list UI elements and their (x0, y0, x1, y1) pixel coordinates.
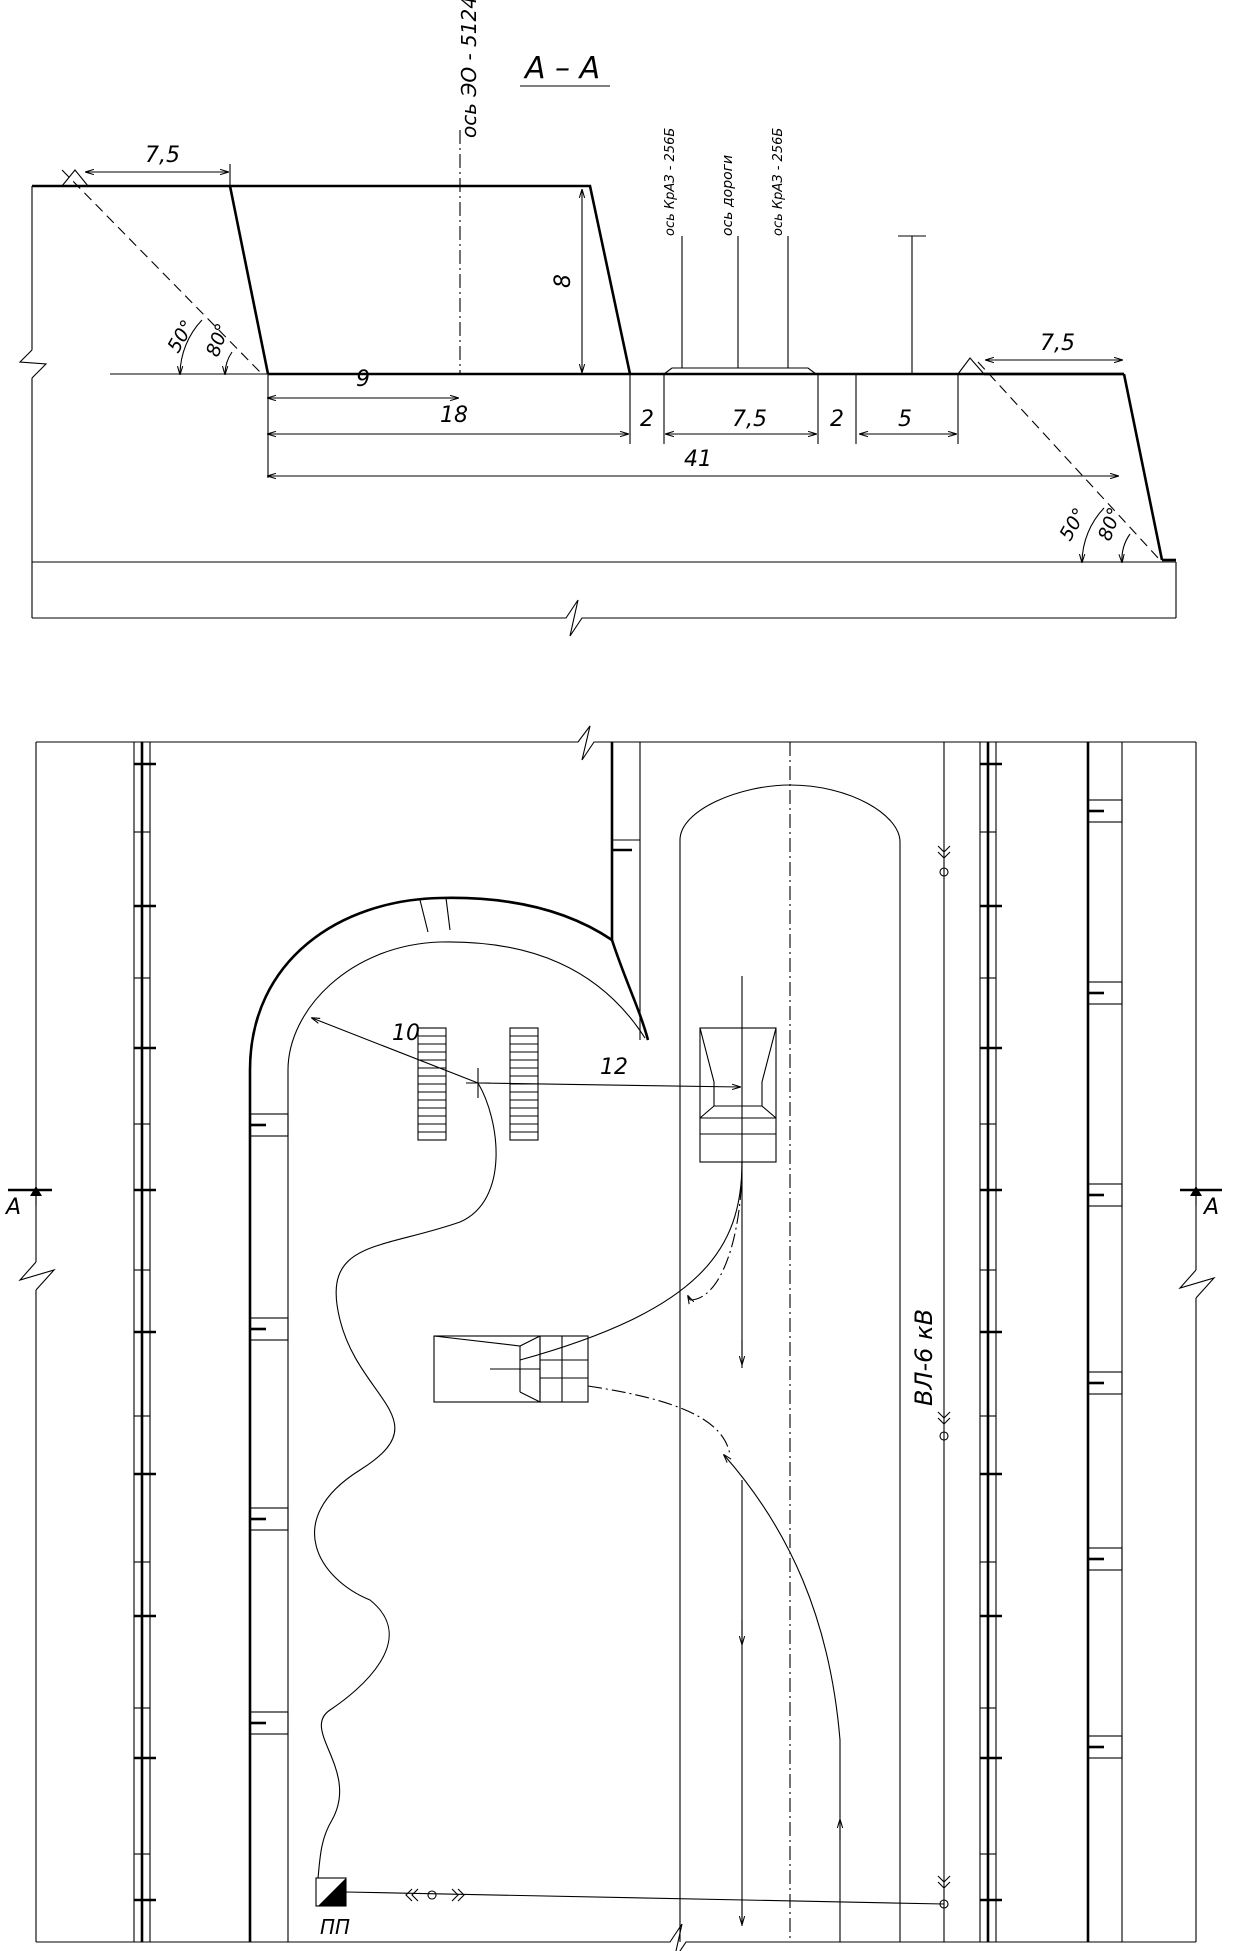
svg-text:5: 5 (898, 407, 912, 432)
dim-height: 8 (551, 190, 582, 372)
radius-dimension: 10 (312, 1018, 490, 1098)
dump-truck (433, 1335, 589, 1403)
svg-text:7,5: 7,5 (732, 407, 767, 432)
dim-half-width: 9 (356, 367, 370, 392)
kraz-right-axis-label: ось КрАЗ - 256Б (771, 128, 786, 236)
svg-text:80°: 80° (202, 321, 234, 360)
blasted-block-outline (230, 184, 632, 375)
right-bench-markers (1087, 799, 1123, 1759)
dim-chain: 2 7,5 2 5 (268, 374, 959, 444)
dim-to-axis: 18 (268, 374, 468, 478)
road-axis-label: ось дороги (720, 155, 736, 236)
left-break-mark (18, 349, 48, 379)
bottom-break-line (32, 599, 1176, 637)
svg-text:12: 12 (600, 1055, 628, 1080)
kraz-left-axis-label: ось КрАЗ - 256Б (663, 128, 678, 236)
dim-total: 41 (268, 447, 1118, 476)
substation-label: ПП (320, 1915, 350, 1939)
dim-berm-right: 7,5 (986, 331, 1122, 360)
road-surface (663, 367, 817, 375)
right-face-slope (1122, 373, 1164, 561)
svg-text:41: 41 (684, 447, 712, 472)
power-line-label: ВЛ-6 кВ (910, 1309, 938, 1406)
section-title: А – А (523, 51, 600, 86)
svg-text:7,5: 7,5 (145, 143, 180, 168)
working-face-contour (248, 742, 614, 1942)
power-line-poles (405, 845, 951, 1909)
dim-berm-left: 7,5 (86, 143, 231, 186)
svg-text:2: 2 (830, 407, 844, 432)
right-rail-sleepers (980, 762, 1002, 1902)
svg-text:А: А (4, 1195, 21, 1220)
working-face-inner (287, 941, 646, 1942)
excavator (699, 1027, 777, 1163)
left-wall-markers (249, 1113, 289, 1735)
plan-bottom-border (36, 1923, 1196, 1951)
left-face-slope (228, 185, 270, 375)
angles-right: 50° 80° (1055, 504, 1131, 562)
excavator-axis-label: ось ЭО - 5124 (457, 0, 481, 138)
svg-text:80°: 80° (1094, 505, 1126, 544)
svg-text:10: 10 (392, 1021, 420, 1046)
substation-feed-line (345, 1891, 945, 1905)
section-mark-left: А (4, 1186, 52, 1220)
left-rail-sleepers (134, 762, 156, 1902)
plan-top-border (36, 725, 1196, 761)
svg-text:А: А (1202, 1195, 1219, 1220)
angles-left: 50° 80° (163, 316, 234, 374)
excavator-cable (314, 1082, 497, 1879)
section-a-a: А – А ось ЭО - 512 (18, 0, 1177, 637)
truck-route-out (587, 1385, 731, 1456)
plan-view: 10 12 (4, 725, 1222, 1951)
right-stable-slope-line (977, 361, 1161, 561)
svg-text:2: 2 (640, 407, 654, 432)
svg-text:9: 9 (356, 367, 370, 392)
section-mark-right: А (1180, 1186, 1222, 1220)
truck-route-in (689, 1161, 743, 1301)
svg-text:50°: 50° (163, 316, 199, 356)
left-stable-slope-line (61, 169, 261, 373)
substation: ПП (315, 1877, 350, 1939)
svg-text:8: 8 (551, 274, 576, 288)
reach-dimension: 12 (477, 1055, 740, 1087)
svg-text:18: 18 (440, 403, 468, 428)
svg-text:7,5: 7,5 (1040, 331, 1075, 356)
